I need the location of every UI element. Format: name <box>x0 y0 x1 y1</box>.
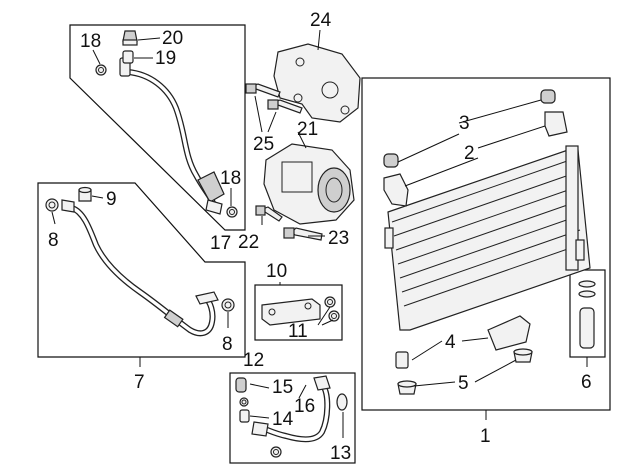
callout-11: 11 <box>288 321 308 342</box>
suction-hose-assembly <box>119 57 225 215</box>
insulator-3-upper-icon <box>540 89 556 104</box>
callout-7: 7 <box>134 372 145 393</box>
insulator-5-left-icon <box>397 380 417 395</box>
box-hose-bracket-group <box>254 284 343 341</box>
callout-17: 17 <box>210 233 231 254</box>
bolt-23-icon <box>283 227 323 241</box>
callout-18-upper: 18 <box>80 31 101 52</box>
box-suction-hose-group <box>69 24 246 231</box>
bolt-22-icon <box>255 205 283 222</box>
liquid-line-assembly-16 <box>251 375 331 443</box>
callout-18-lower: 18 <box>220 168 241 189</box>
o-ring-8-right-icon <box>221 298 235 312</box>
o-rings-11-icon <box>324 296 340 322</box>
bracket-2-icon <box>544 111 568 137</box>
o-ring-liquid-icon <box>239 397 249 407</box>
callout-15: 15 <box>272 377 293 398</box>
cap-13-icon <box>336 393 348 411</box>
o-ring-18-upper-icon <box>95 64 107 76</box>
valve-cap-9-icon <box>78 186 92 202</box>
callout-22: 22 <box>238 232 259 253</box>
o-ring-8-left-icon <box>45 198 59 212</box>
box-liquid-line-group <box>229 372 356 464</box>
hose-bracket-10-icon <box>261 298 321 326</box>
callout-14: 14 <box>272 409 294 430</box>
callout-6: 6 <box>581 372 592 393</box>
callout-1: 1 <box>480 426 491 447</box>
callout-23: 23 <box>328 228 349 249</box>
charge-valve-19-icon <box>122 50 134 64</box>
callout-13: 13 <box>330 443 351 464</box>
compressor-bracket-24-icon <box>273 43 361 123</box>
bracket-lower-left-icon <box>395 351 409 369</box>
insulator-5-right-icon <box>513 348 533 363</box>
callout-24: 24 <box>310 10 332 31</box>
box-discharge-hose-group <box>37 182 246 358</box>
callout-9: 9 <box>106 189 117 210</box>
o-ring-18-lower-icon <box>226 206 238 218</box>
callout-21: 21 <box>297 119 318 140</box>
condenser-1-icon <box>384 145 591 331</box>
callout-25: 25 <box>253 134 274 155</box>
discharge-hose-assembly <box>61 199 219 337</box>
callout-16: 16 <box>294 396 315 417</box>
valve-cap-20-icon <box>122 30 138 46</box>
callout-4: 4 <box>445 332 456 353</box>
callout-2: 2 <box>464 143 475 164</box>
charge-valve-14-icon <box>239 409 250 423</box>
callout-10: 10 <box>266 261 287 282</box>
callout-labels: 24 21 25 22 23 20 19 18 18 17 9 8 8 7 10… <box>48 10 592 464</box>
leader-lines <box>51 29 588 438</box>
callout-8-right: 8 <box>222 334 233 355</box>
insulator-3-lower-icon <box>383 153 399 168</box>
compressor-21-icon <box>263 143 355 225</box>
callout-12: 12 <box>243 350 264 371</box>
callout-19: 19 <box>155 48 176 69</box>
callout-3: 3 <box>459 113 470 134</box>
callout-5: 5 <box>458 373 469 394</box>
bolt-25-upper-icon <box>245 83 281 98</box>
bolt-25-lower-icon <box>267 99 303 114</box>
dryer-kit-6-icon <box>578 280 596 349</box>
callout-20: 20 <box>162 28 183 49</box>
seal-4-icon <box>487 315 531 351</box>
bracket-2-lower-icon <box>383 173 409 207</box>
callout-8-left: 8 <box>48 230 59 251</box>
valve-core-15-icon <box>235 377 247 393</box>
o-ring-13-icon <box>270 446 282 458</box>
